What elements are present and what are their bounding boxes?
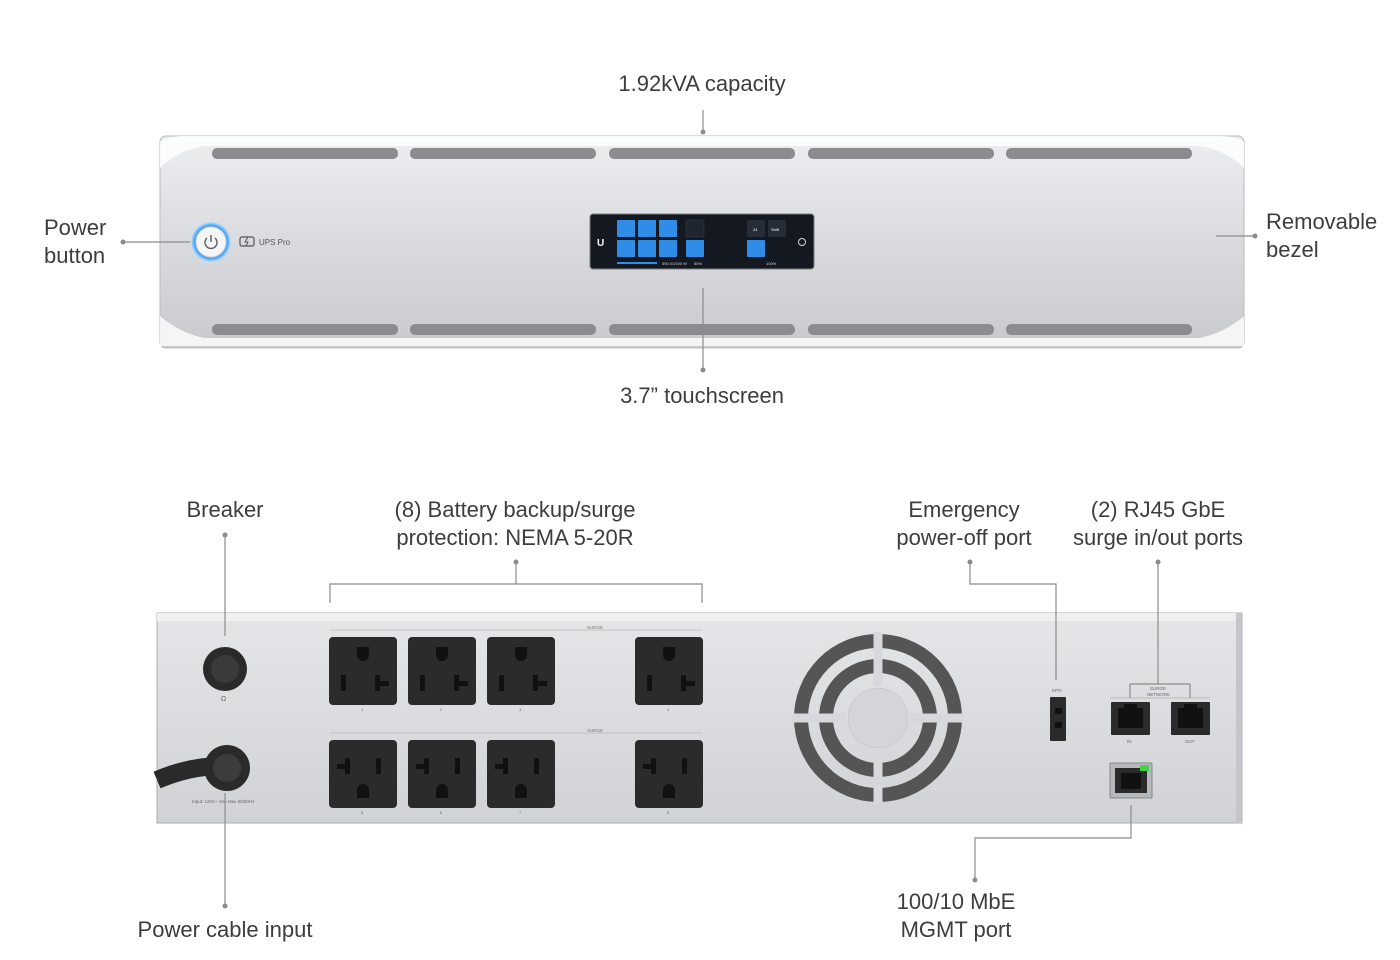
outlet-group-lines <box>330 629 702 734</box>
epo-label: Emergency power-off port <box>896 497 1032 550</box>
outlet[interactable] <box>635 740 703 808</box>
breaker-symbol-icon: Ω <box>221 696 226 703</box>
power-cable-input: Input: 120V~ 16A Max 50/60Hz <box>153 745 255 804</box>
mgmt-label: 100/10 MbE MGMT port <box>896 889 1016 942</box>
outlet[interactable] <box>487 637 555 705</box>
outlet-number: 2 <box>440 707 443 712</box>
rj45-label: (2) RJ45 GbE surge in/out ports <box>1073 497 1243 550</box>
fan-grille <box>792 632 964 804</box>
outlet[interactable] <box>329 740 397 808</box>
mgmt-port[interactable] <box>1109 762 1153 799</box>
screen-grid-text: 24 <box>753 227 758 232</box>
epo-port[interactable]: EPO <box>1050 688 1066 741</box>
outlet[interactable] <box>635 637 703 705</box>
screen-load-percent: 50% <box>694 261 702 266</box>
power-icon <box>204 235 218 250</box>
settings-gear-icon <box>798 238 806 246</box>
outlet-number: 1 <box>361 707 364 712</box>
top-vents <box>212 148 1192 159</box>
screen-outlet-tiles <box>617 220 765 257</box>
bezel-label: Removable bezel <box>1266 209 1378 262</box>
outlet[interactable] <box>329 637 397 705</box>
outlet-number: 4 <box>667 707 670 712</box>
link-led-icon <box>1140 765 1149 771</box>
outlet-row-bottom: 5 6 7 8 <box>329 740 703 815</box>
in-text: IN <box>1127 739 1132 744</box>
outlet-number: 5 <box>361 810 364 815</box>
ups-pro-badge: UPS Pro <box>239 236 291 247</box>
network-label-line2: NETWORK <box>1147 692 1170 697</box>
front-callout-lines <box>120 110 1258 373</box>
outlet[interactable] <box>408 637 476 705</box>
capacity-label: 1.92kVA capacity <box>618 71 786 96</box>
rj45-out-port[interactable] <box>1171 702 1210 735</box>
callout-dots <box>222 532 1161 909</box>
input-spec-text: Input: 120V~ 16A Max 50/60Hz <box>192 799 255 804</box>
touchscreen[interactable]: U 24 Shift 590.0/1920 W 50% 100% <box>589 213 815 270</box>
back-callout-lines <box>224 535 1191 906</box>
outlet[interactable] <box>487 740 555 808</box>
outlet-number: 8 <box>667 810 670 815</box>
ubiquiti-logo-icon: U <box>597 238 604 249</box>
surge-network-group: SURGE NETWORK IN OUT <box>1110 686 1210 744</box>
badge-text: UPS Pro <box>259 238 291 247</box>
outlet[interactable] <box>408 740 476 808</box>
power-button-label: Power button <box>44 215 107 268</box>
battery-icon <box>239 236 255 247</box>
outlet-number: 3 <box>519 707 522 712</box>
screen-mode-text: Shift <box>771 227 780 232</box>
outlets-label: (8) Battery backup/surge protection: NEM… <box>394 497 636 550</box>
screen-battery-level: 100% <box>766 261 777 266</box>
outlet-row-top: 1 2 3 4 <box>329 637 703 712</box>
power-button[interactable] <box>191 222 231 262</box>
surge-label-top: SURGE <box>587 625 603 630</box>
surge-label-bottom: SURGE <box>587 728 603 733</box>
breaker-label: Breaker <box>186 497 264 522</box>
outlet-number: 6 <box>440 810 443 815</box>
bottom-vents <box>212 324 1192 335</box>
network-label-line1: SURGE <box>1150 686 1166 691</box>
back-unit: Ω Input: 120V~ 16A Max 50/60Hz SURGE SUR… <box>153 612 1243 824</box>
rj45-in-port[interactable] <box>1111 702 1150 735</box>
outlet-number: 7 <box>519 810 522 815</box>
epo-text: EPO <box>1052 688 1062 693</box>
breaker[interactable]: Ω <box>203 647 247 703</box>
screen-load-readout: 590.0/1920 W <box>662 261 687 266</box>
front-unit: UPS Pro U 24 Shift 590.0/1920 W 50 <box>159 135 1245 349</box>
touchscreen-label: 3.7” touchscreen <box>620 383 784 408</box>
out-text: OUT <box>1185 739 1195 744</box>
power-cable-label: Power cable input <box>137 917 313 942</box>
